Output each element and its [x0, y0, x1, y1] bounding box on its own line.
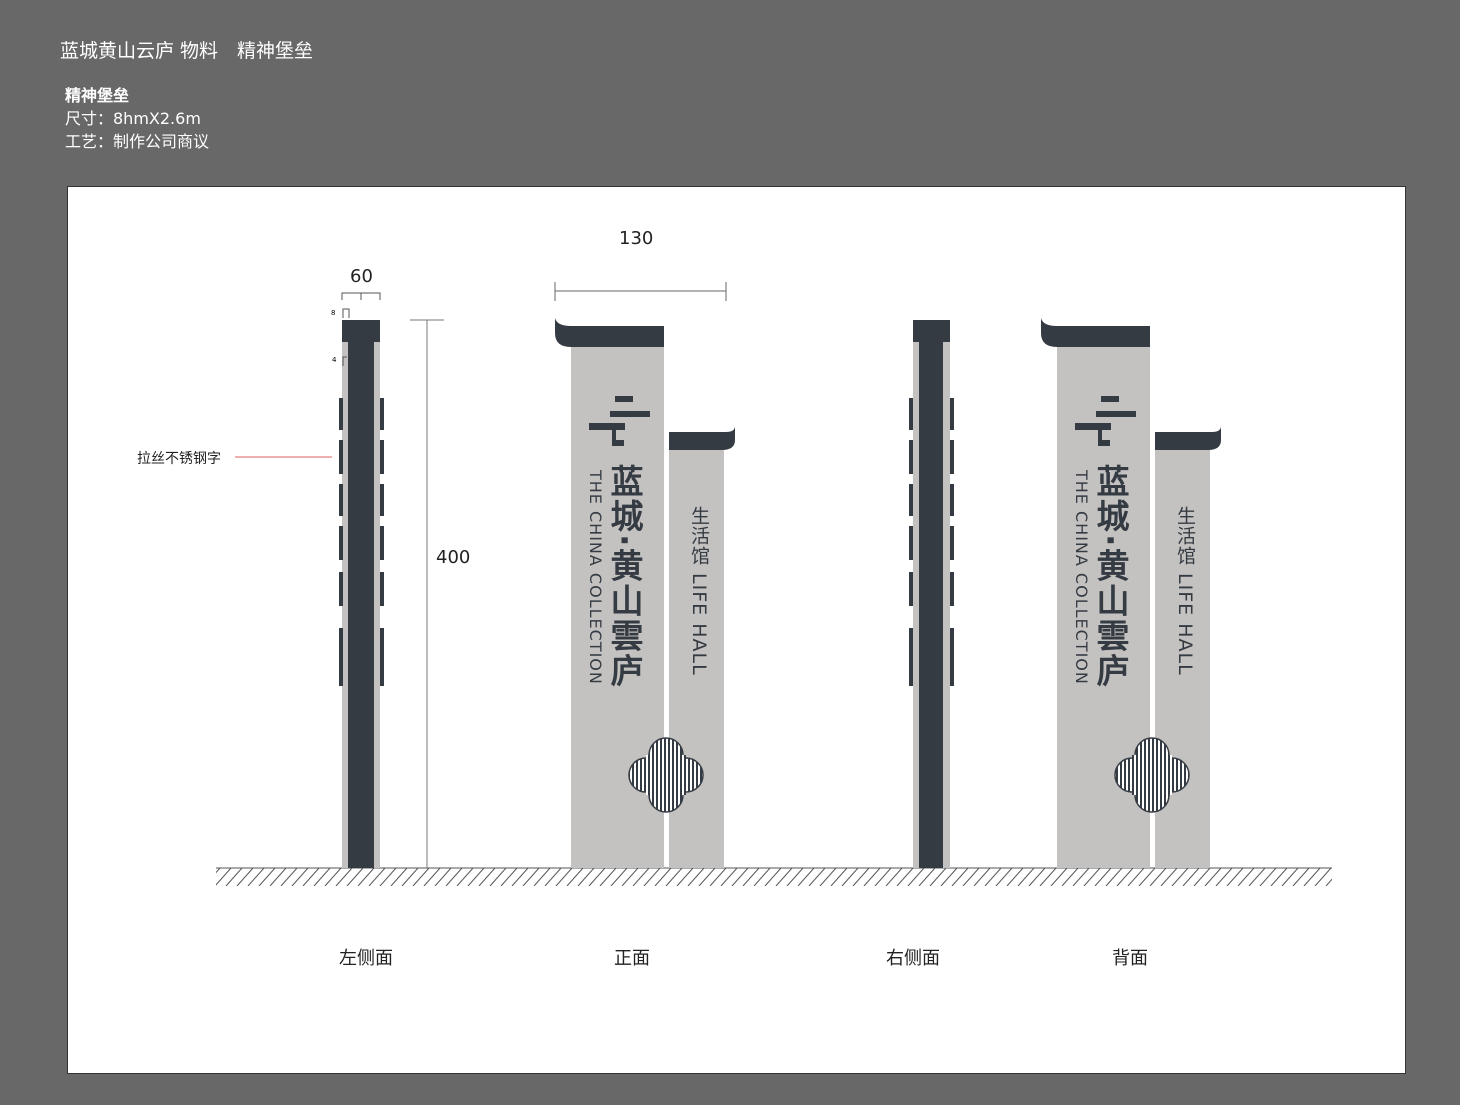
fin — [950, 526, 954, 560]
side-cap — [669, 426, 735, 450]
left-side-view — [235, 292, 444, 868]
fin — [339, 484, 343, 516]
side-cap — [1155, 426, 1221, 450]
quatrefoil-icon — [628, 737, 704, 813]
dim-width-front: 130 — [619, 228, 654, 249]
front-view — [554, 282, 735, 868]
brand-english-back: THE CHINA COLLECTION — [1072, 470, 1091, 685]
spec-size: 尺寸：8hmX2.6m — [65, 109, 201, 128]
fin — [909, 484, 913, 516]
brand-name: 蓝城·黄山雲庐 — [605, 464, 644, 689]
logo-icon — [589, 396, 650, 446]
dim-small-mid: 4 — [332, 356, 337, 364]
fin — [950, 572, 954, 606]
logo-icon — [1075, 396, 1136, 446]
fin — [950, 484, 954, 516]
main-cap — [555, 318, 664, 347]
ground-line — [216, 867, 1332, 886]
fin — [380, 526, 384, 560]
fin — [909, 572, 913, 606]
side-fins — [339, 398, 384, 686]
fin — [950, 398, 954, 430]
back-view — [1041, 318, 1221, 868]
main-cap — [1041, 318, 1150, 347]
brand-name-back: 蓝城·黄山雲庐 — [1091, 464, 1130, 689]
fin — [380, 440, 384, 474]
spec-info: 精神堡垒 尺寸：8hmX2.6m 工艺：制作公司商议 — [65, 84, 209, 153]
material-label: 拉丝不锈钢字 — [137, 451, 221, 467]
fin — [339, 572, 343, 606]
dim-small-top: 8 — [331, 309, 336, 317]
fin — [909, 628, 913, 686]
fin — [339, 628, 343, 686]
fin — [339, 526, 343, 560]
fin — [380, 628, 384, 686]
fin — [950, 440, 954, 474]
fin — [909, 440, 913, 474]
view-label-front: 正面 — [614, 948, 650, 969]
fin — [339, 398, 343, 430]
fin — [380, 572, 384, 606]
hall-label: 生活馆 LIFE HALL — [688, 506, 710, 676]
fin — [909, 398, 913, 430]
quatrefoil-icon — [1114, 737, 1190, 813]
spec-craft: 工艺：制作公司商议 — [65, 132, 210, 151]
dim-width-side: 60 — [350, 266, 373, 287]
view-label-right: 右侧面 — [886, 948, 940, 969]
page-title: 蓝城黄山云庐 物料 精神堡垒 — [60, 40, 314, 62]
side-fins — [909, 398, 954, 686]
view-label-left: 左侧面 — [339, 948, 393, 969]
dim-height: 400 — [436, 547, 471, 568]
fin — [380, 398, 384, 430]
brand-english: THE CHINA COLLECTION — [586, 470, 605, 685]
right-side-view — [909, 320, 954, 868]
fin — [909, 526, 913, 560]
fin — [339, 440, 343, 474]
view-label-back: 背面 — [1112, 948, 1148, 969]
fin — [380, 484, 384, 516]
fin — [950, 628, 954, 686]
spec-name: 精神堡垒 — [65, 86, 130, 105]
hall-label-back: 生活馆 LIFE HALL — [1174, 506, 1196, 676]
